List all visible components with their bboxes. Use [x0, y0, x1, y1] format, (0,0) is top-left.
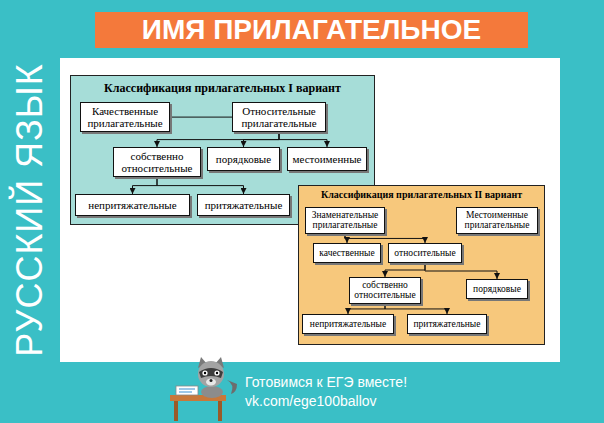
category-box: непритяжательные	[302, 314, 394, 334]
box-label: непритяжательные	[88, 199, 176, 211]
category-box: качественные	[313, 243, 381, 263]
category-box: относительные	[388, 243, 462, 263]
box-label: Относительные прилагательные	[236, 105, 322, 129]
category-box: притяжательные	[407, 314, 487, 334]
panel-title: Классификация прилагательных I вариант	[71, 81, 374, 96]
category-box: местоименные	[287, 147, 367, 171]
raccoon-illustration	[170, 357, 237, 421]
panel-title: Классификация прилагательных II вариант	[299, 189, 544, 200]
white-card	[60, 58, 560, 362]
box-label: притяжательные	[414, 319, 481, 329]
box-label: собственно относительные	[117, 150, 197, 174]
box-label: непритяжательные	[310, 319, 386, 329]
box-label: порядковые	[216, 153, 271, 165]
category-box: собственно относительные	[349, 277, 421, 304]
footer-text: vk.com/ege100ballov	[245, 393, 377, 409]
category-box: собственно относительные	[113, 147, 201, 177]
box-label: качественные	[319, 248, 374, 258]
box-label: собственно относительные	[353, 280, 417, 301]
category-box: притяжательные	[197, 194, 290, 216]
category-box: порядковые	[207, 147, 280, 171]
box-label: Местоименные прилагательные	[460, 210, 534, 231]
box-label: относительные	[394, 248, 455, 258]
category-box: Относительные прилагательные	[232, 102, 326, 132]
category-box: Местоименные прилагательные	[456, 207, 538, 234]
box-label: Знаменательные прилагательные	[309, 210, 381, 231]
title-banner: ИМЯ ПРИЛАГАТЕЛЬНОЕ	[95, 12, 528, 48]
box-label: притяжательные	[205, 199, 283, 211]
category-box: порядковые	[466, 279, 528, 299]
classification-panel: Классификация прилагательных II вариантЗ…	[298, 185, 545, 345]
box-label: Качественные прилагательные	[84, 105, 166, 129]
box-label: местоименные	[293, 153, 362, 165]
category-box: Качественные прилагательные	[80, 102, 170, 132]
footer-text: Готовимся к ЕГЭ вместе!	[245, 374, 407, 390]
category-box: Знаменательные прилагательные	[305, 207, 385, 234]
category-box: непритяжательные	[75, 194, 190, 216]
box-label: порядковые	[473, 284, 521, 294]
page-title: ИМЯ ПРИЛАГАТЕЛЬНОЕ	[142, 14, 481, 46]
side-subject-label: РУССКИЙ ЯЗЫК	[9, 63, 51, 356]
